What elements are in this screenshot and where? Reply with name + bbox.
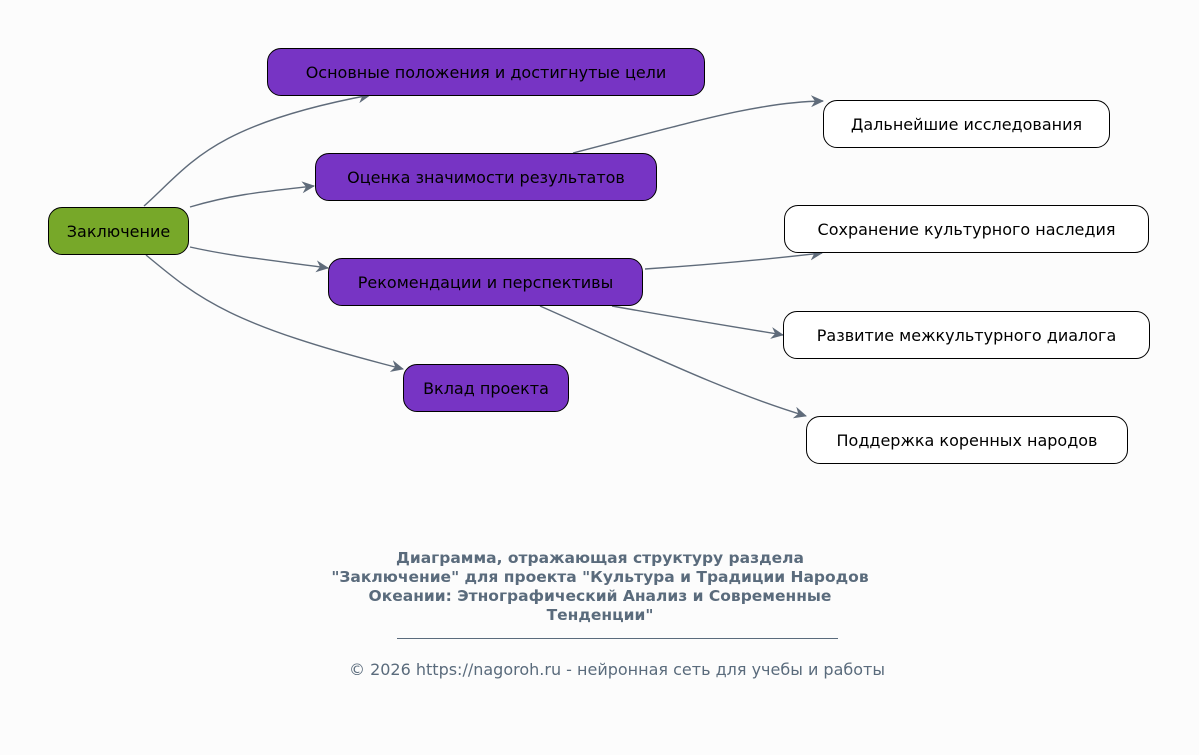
edge-n2-r1 <box>572 95 824 154</box>
node-recommendations[interactable]: Рекомендации и перспективы <box>328 258 643 306</box>
node-indigenous[interactable]: Поддержка коренных народов <box>806 416 1128 464</box>
node-root[interactable]: Заключение <box>48 207 189 255</box>
edge-root-n4 <box>145 254 404 372</box>
node-label: Поддержка коренных народов <box>836 430 1098 450</box>
caption-divider <box>397 638 838 639</box>
node-label: Оценка значимости результатов <box>347 167 625 187</box>
edge-n3-r3 <box>611 305 784 339</box>
node-label: Дальнейшие исследования <box>850 114 1083 134</box>
node-label: Развитие межкультурного диалога <box>816 325 1117 345</box>
node-contribution[interactable]: Вклад проекта <box>403 364 569 412</box>
node-significance[interactable]: Оценка значимости результатов <box>315 153 657 201</box>
node-label: Рекомендации и перспективы <box>357 272 614 292</box>
diagram-caption: Диаграмма, отражающая структуру раздела … <box>331 549 869 624</box>
copyright-footer: © 2026 https://nagoroh.ru - нейронная се… <box>348 660 885 679</box>
node-label: Основные положения и достигнутые цели <box>305 62 667 82</box>
edge-root-n2 <box>189 181 315 208</box>
node-label: Сохранение культурного наследия <box>817 219 1116 239</box>
node-further-research[interactable]: Дальнейшие исследования <box>823 100 1110 148</box>
node-label: Вклад проекта <box>423 378 549 398</box>
edge-n3-r4 <box>539 305 807 419</box>
edge-root-n1 <box>143 91 371 207</box>
edge-n3-r2 <box>644 248 823 270</box>
edge-root-n3 <box>189 246 329 273</box>
node-main-points[interactable]: Основные положения и достигнутые цели <box>267 48 705 96</box>
node-dialogue[interactable]: Развитие межкультурного диалога <box>783 311 1150 359</box>
node-label: Заключение <box>66 221 171 241</box>
node-heritage[interactable]: Сохранение культурного наследия <box>784 205 1149 253</box>
